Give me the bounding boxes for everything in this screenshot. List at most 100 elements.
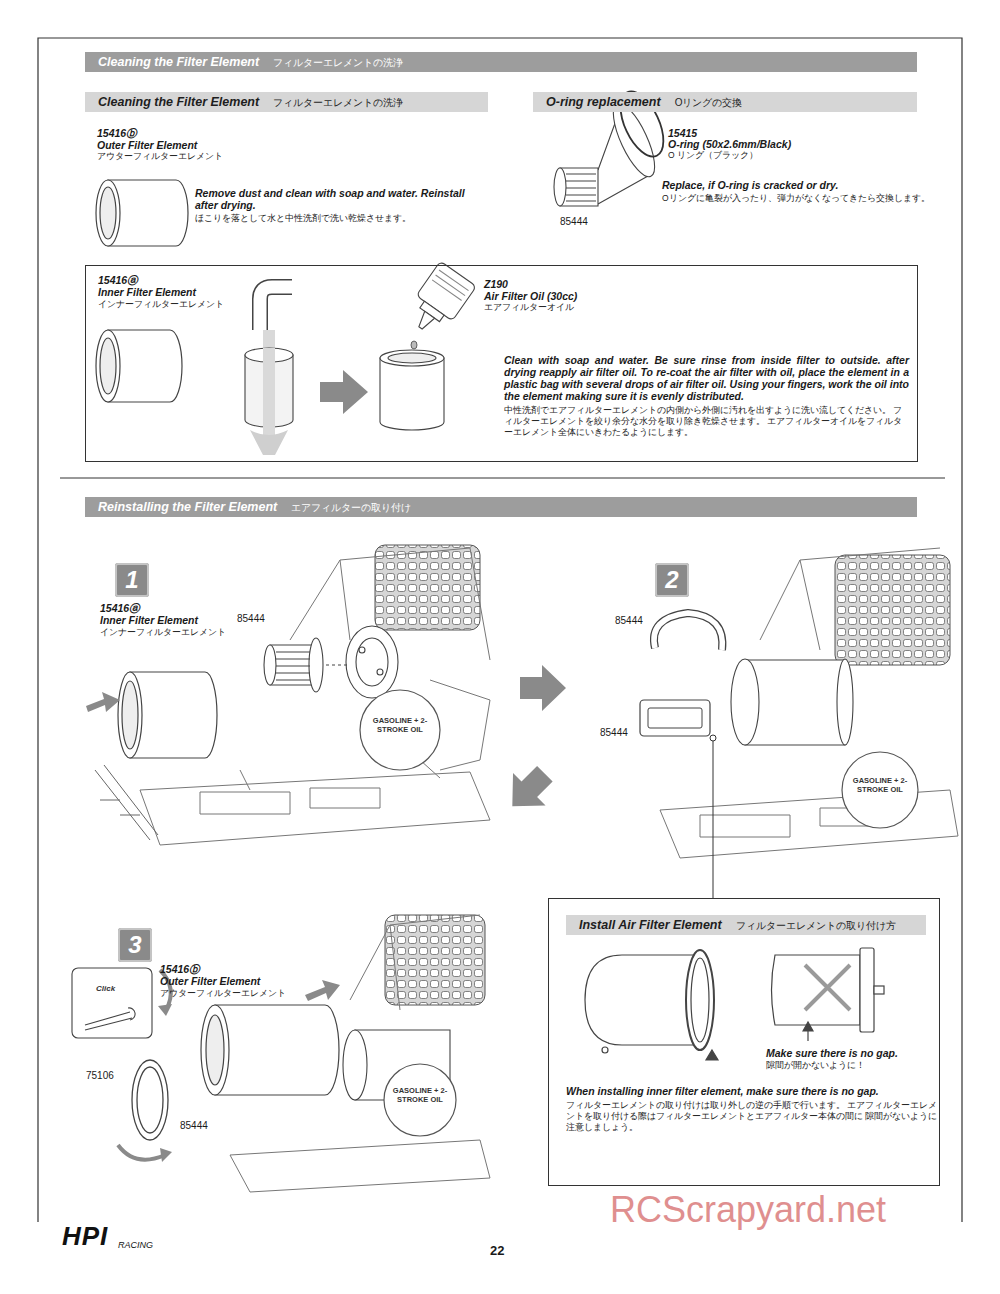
zoom-detail (85, 1008, 135, 1030)
instruction-box: 15416ⓐInner Filter Elementインナーフィルターエレメント… (85, 265, 918, 462)
part-name-ja: エアフィルターオイル (484, 302, 574, 313)
chassis-sketch (95, 765, 158, 840)
instruction-text: Clean with soap and water. Be sure rinse… (504, 354, 909, 402)
sub-header: Install Air Filter Elementフィルターエレメントの取り付… (566, 915, 926, 935)
step-number-text: 3 (128, 931, 141, 959)
wet-filter (263, 348, 275, 448)
oil-drop (411, 341, 417, 349)
faucet (260, 287, 292, 330)
fuel-tank (360, 690, 440, 770)
tank-label: GASOLINE + 2-STROKE OIL (392, 1086, 448, 1104)
tank-label: GASOLINE + 2-STROKE OIL (852, 776, 908, 794)
dry-filter (388, 353, 436, 363)
outer-filter (215, 1005, 339, 1095)
page-number: 22 (490, 1243, 504, 1258)
step-arrow (520, 665, 566, 711)
instruction-text: Replace, if O-ring is cracked or dry. (662, 179, 922, 191)
step-arrow (496, 757, 561, 822)
header-text-ja: フィルターエレメントの洗浄 (273, 97, 403, 108)
chassis-sketch (385, 915, 485, 1005)
oil-bottle (416, 311, 435, 331)
gap-check (874, 986, 884, 994)
page-frame (38, 38, 962, 1222)
fuel-tank (360, 690, 440, 770)
filter-cage (264, 638, 350, 692)
oil-drop (411, 341, 417, 349)
filter-cage (276, 652, 310, 680)
insert-arrow (305, 980, 340, 1001)
sub-header: O-ring replacementOリングの交換 (533, 92, 917, 112)
part-name-ja: アウターフィルターエレメント (97, 151, 223, 162)
fuel-tank (384, 1064, 456, 1136)
insert-arrow (86, 692, 120, 712)
part-name: O-ring (50x2.6mm/Black) (668, 138, 791, 150)
part-number: 15415 (668, 127, 697, 139)
part-name: Outer Filter Element (97, 139, 197, 151)
inner-filter (96, 330, 120, 402)
part-name: Inner Filter Element (98, 286, 196, 298)
clamp (648, 708, 702, 728)
instruction-text-ja: フィルターエレメントの取り付けは取り外しの逆の手順で行います。 エアフィルターエ… (566, 1100, 938, 1133)
housing-detail (602, 1047, 608, 1053)
chassis-sketch (95, 545, 490, 845)
part-number: Z190 (484, 278, 508, 290)
filter-adapter (346, 626, 398, 698)
step-number: 3 (118, 928, 152, 962)
leader-line (710, 735, 716, 741)
clamp (640, 613, 722, 736)
clip-ring (137, 1067, 163, 1133)
inner-filter (122, 681, 138, 749)
part-number: 15416ⓐ (98, 274, 138, 286)
zoom-detail (72, 968, 152, 1038)
callout-number: 85444 (237, 613, 265, 625)
part-name-ja: インナーフィルターエレメント (98, 299, 224, 310)
callout-number: 85444 (600, 727, 628, 739)
part-name: Inner Filter Element (100, 614, 198, 626)
outer-filter (96, 180, 120, 246)
step-arrow (520, 665, 566, 711)
dry-filter (380, 358, 444, 430)
step-arrow (496, 757, 561, 822)
filter-cage (309, 638, 323, 692)
housing-detail (585, 955, 700, 1045)
clip-ring (132, 1060, 168, 1140)
part-number: 15416ⓑ (160, 963, 200, 975)
filter-cage (326, 664, 350, 665)
clip-ring (160, 1148, 172, 1162)
sub-header: Cleaning the Filter Element フィルターエレメントの洗浄 (85, 92, 488, 112)
leader-line (710, 735, 716, 898)
callout-number: 85444 (560, 216, 588, 228)
header-text: Install Air Filter Element (579, 918, 722, 932)
filter-housing (745, 660, 845, 745)
fuel-tank (842, 752, 918, 828)
brand-logo: HPI (62, 1222, 108, 1250)
inner-filter (100, 338, 116, 394)
housing-detail (691, 958, 709, 1042)
callout-number: 75106 (86, 1070, 114, 1082)
chassis-sketch (835, 555, 950, 665)
step-arrow (320, 370, 368, 414)
instruction-text-ja: ほこりを落として水と中性洗剤で洗い乾燥させます。 (195, 213, 485, 224)
header-text: Cleaning the Filter Element (98, 55, 259, 69)
outer-filter (96, 180, 188, 246)
oil-bottle (432, 270, 468, 300)
inner-filter (118, 672, 142, 758)
instruction-text-ja: 中性洗剤でエアフィルターエレメントの内側から外側に汚れを出すように洗い流してくだ… (504, 405, 909, 438)
insert-arrow (305, 980, 340, 1001)
filter-adapter (346, 626, 398, 698)
header-text-ja: フィルターエレメントの洗浄 (273, 57, 403, 68)
fuel-tank (384, 1064, 456, 1136)
step-number: 1 (115, 563, 149, 597)
gap-check (803, 1022, 813, 1031)
header-text: O-ring replacement (546, 95, 661, 109)
gap-check (807, 1030, 808, 1041)
header-text: Cleaning the Filter Element (98, 95, 259, 109)
page-frame (38, 38, 962, 1222)
tank-label: GASOLINE + 2-STROKE OIL (372, 716, 428, 734)
gap-check (772, 955, 861, 1025)
step-number: 2 (655, 563, 689, 597)
zoom-detail (72, 968, 172, 1038)
chassis-sketch (350, 915, 480, 1010)
faucet (260, 287, 292, 330)
clip-ring (118, 1145, 165, 1160)
